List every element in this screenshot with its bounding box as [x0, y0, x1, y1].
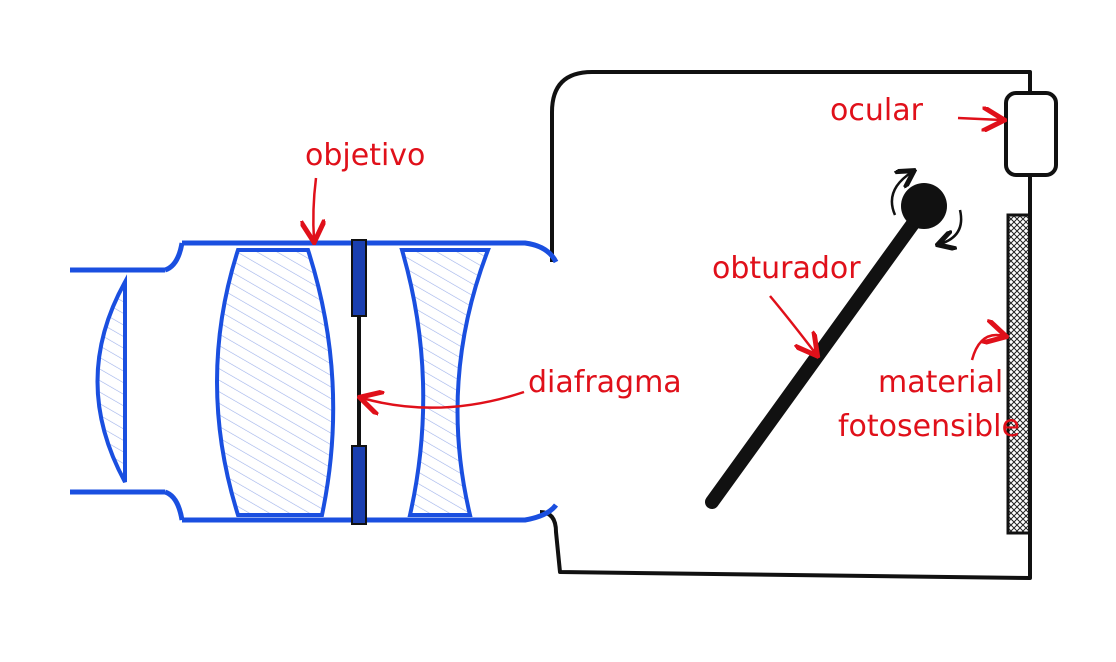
photosensitive-material	[1006, 213, 1032, 535]
lens-element-biconvex	[215, 248, 336, 517]
label-diafragma-group: diafragma	[362, 365, 682, 408]
label-ocular-group: ocular	[830, 93, 1002, 128]
label-material-line1: material	[878, 365, 1003, 400]
label-diafragma: diafragma	[528, 365, 682, 400]
label-material-line2: fotosensible	[838, 409, 1020, 444]
label-ocular: ocular	[830, 93, 924, 128]
lens-element-rear	[399, 248, 491, 517]
label-obturador: obturador	[712, 251, 861, 286]
diaphragm	[351, 239, 367, 525]
camera-body	[539, 70, 1032, 580]
shutter-mirror	[705, 172, 963, 509]
eyepiece	[1004, 91, 1058, 177]
lens-barrel	[70, 240, 559, 523]
label-objetivo: objetivo	[305, 138, 425, 173]
label-obturador-group: obturador	[712, 251, 861, 354]
label-material-group: material fotosensible	[838, 335, 1020, 444]
label-objetivo-group: objetivo	[305, 138, 425, 240]
lens-element-front	[95, 274, 127, 483]
